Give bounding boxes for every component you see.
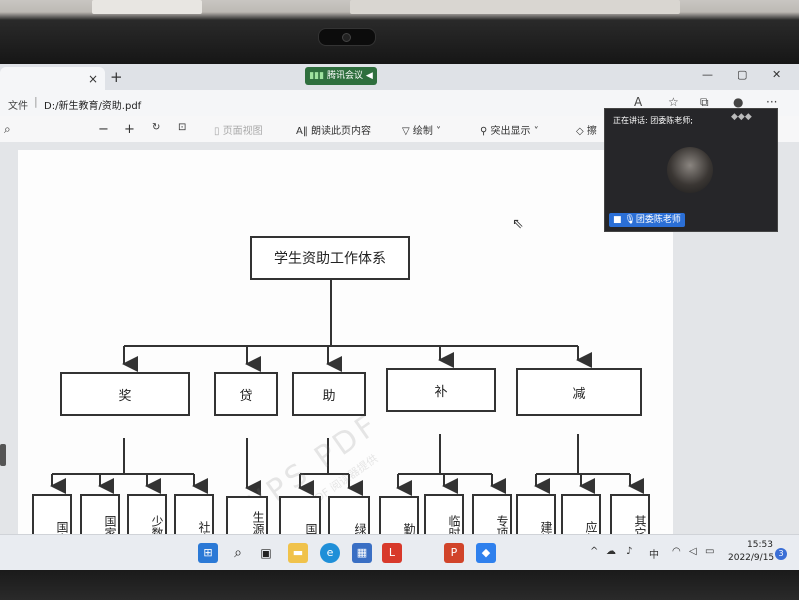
collections-icon[interactable]: ⧉ xyxy=(700,95,709,109)
browser-tab-bar: × + ▮▮▮ 腾讯会议 ◀ — ▢ ✕ xyxy=(0,64,799,90)
category-node-jiang: 奖 xyxy=(60,372,190,416)
background-paper xyxy=(350,0,680,14)
category-node-bu: 补 xyxy=(386,368,496,412)
powerpoint-icon[interactable]: P xyxy=(444,543,464,563)
store-icon[interactable]: ▦ xyxy=(352,543,372,563)
read-aloud-icon[interactable]: A xyxy=(634,95,643,109)
clock-date[interactable]: 2022/9/15 xyxy=(728,553,775,563)
search-icon[interactable]: ⌕ xyxy=(4,122,11,136)
favorites-icon[interactable]: ☆ xyxy=(668,95,679,109)
mic-icon[interactable]: ♪ xyxy=(626,546,633,557)
wifi-icon[interactable]: ◠ xyxy=(672,546,681,557)
speaking-indicator: 正在讲话: 团委陈老师; xyxy=(613,116,693,125)
task-view-icon[interactable]: ▣ xyxy=(260,546,272,560)
erase-label: 擦 xyxy=(586,126,597,137)
fit-page-icon[interactable]: ⊡ xyxy=(178,122,187,133)
highlight-icon: ⚲ xyxy=(480,126,491,137)
read-aloud-icon: A‖ xyxy=(296,126,312,137)
mic-icon: 🎙 xyxy=(624,215,636,225)
participant-name: 团委陈老师 xyxy=(635,215,681,225)
maximize-icon[interactable]: ▢ xyxy=(737,68,748,81)
draw-label: 绘制 xyxy=(412,126,433,137)
draw-button[interactable]: ▽ 绘制 ˅ xyxy=(402,122,441,137)
pdf-page: WPS PDF WPS PDF 阅读器提供 学生资助工作体系 奖 贷 助 补 减… xyxy=(18,150,673,570)
start-icon[interactable]: ⊞ xyxy=(198,543,218,563)
root-node: 学生资助工作体系 xyxy=(250,236,410,280)
category-node-jian: 减 xyxy=(516,368,642,416)
rotate-icon[interactable]: ↻ xyxy=(152,122,161,133)
profile-icon[interactable]: ● xyxy=(733,95,744,109)
chevron-down-icon: ˅ xyxy=(530,126,539,137)
clock-time[interactable]: 15:53 xyxy=(747,540,773,550)
input-language[interactable]: 中 xyxy=(649,550,659,561)
participant-name-badge: ■ 🎙团委陈老师 xyxy=(609,213,685,227)
minimize-icon[interactable]: — xyxy=(702,68,713,81)
close-tab-icon[interactable]: × xyxy=(88,72,99,86)
org-chart-connectors xyxy=(50,280,644,496)
user-icon: ■ xyxy=(613,215,625,225)
screen: × + ▮▮▮ 腾讯会议 ◀ — ▢ ✕ 文件 | D:/新生教育/资助.pdf… xyxy=(0,64,799,570)
meeting-indicator[interactable]: ▮▮▮ 腾讯会议 ◀ xyxy=(305,67,377,85)
draw-icon: ▽ xyxy=(402,126,413,137)
page-view-button[interactable]: ▯ 页面视图 xyxy=(214,122,263,137)
chevron-up-icon[interactable]: ^ xyxy=(590,546,599,557)
page-view-label: 页面视图 xyxy=(222,126,263,137)
meeting-app-label: 腾讯会议 xyxy=(326,71,363,81)
zoom-out-icon[interactable]: − xyxy=(98,122,109,137)
more-icon[interactable]: ··· xyxy=(766,95,778,109)
search-icon[interactable]: ⌕ xyxy=(234,545,242,561)
notification-badge[interactable]: 3 xyxy=(775,548,787,560)
new-tab-button[interactable]: + xyxy=(110,68,123,86)
close-window-icon[interactable]: ✕ xyxy=(772,68,782,81)
cloud-icon[interactable]: ☁ xyxy=(606,546,616,557)
mouse-cursor-icon: ⇖ xyxy=(512,216,524,232)
category-node-dai: 贷 xyxy=(214,372,278,416)
file-label: 文件 xyxy=(8,101,28,112)
scroll-handle[interactable] xyxy=(0,444,6,466)
speaker-icon: ◀ xyxy=(362,71,373,81)
file-explorer-icon[interactable]: ▬ xyxy=(288,543,308,563)
url-text[interactable]: D:/新生教育/资助.pdf xyxy=(44,101,142,112)
zoom-in-icon[interactable]: + xyxy=(124,122,135,137)
page-view-icon: ▯ xyxy=(214,126,223,137)
highlight-label: 突出显示 xyxy=(490,126,531,137)
windows-taskbar: ⊞ ⌕ ▣ ▬ e ▦ L P ◆ ^ ☁ ♪ 中 ◠ ◁ ▭ 15:53 20… xyxy=(0,534,799,570)
laptop-bottom-bezel xyxy=(0,570,799,600)
category-node-zhu: 助 xyxy=(292,372,366,416)
volume-icon[interactable]: ◁ xyxy=(689,546,697,557)
highlight-button[interactable]: ⚲ 突出显示 ˅ xyxy=(480,122,539,137)
read-aloud-label: 朗读此页内容 xyxy=(311,126,372,137)
erase-button[interactable]: ◇ 擦 xyxy=(576,122,597,137)
meeting-video-window[interactable]: 正在讲话: 团委陈老师; ◆◆◆ ■ 🎙团委陈老师 xyxy=(604,108,778,232)
edge-browser-icon[interactable]: e xyxy=(320,543,340,563)
tencent-meeting-icon[interactable]: ◆ xyxy=(476,543,496,563)
browser-tab[interactable]: × xyxy=(0,67,105,90)
divider: | xyxy=(34,95,38,108)
battery-icon[interactable]: ▭ xyxy=(705,546,715,557)
eraser-icon: ◇ xyxy=(576,126,587,137)
read-aloud-button[interactable]: A‖ 朗读此页内容 xyxy=(296,122,371,137)
signal-icon: ▮▮▮ xyxy=(309,71,327,81)
webcam-lens xyxy=(342,33,351,42)
participant-avatar xyxy=(667,147,713,193)
app-l-icon[interactable]: L xyxy=(382,543,402,563)
chevron-down-icon: ˅ xyxy=(432,126,442,137)
background-paper xyxy=(92,0,202,14)
signal-icon: ◆◆◆ xyxy=(731,112,752,122)
